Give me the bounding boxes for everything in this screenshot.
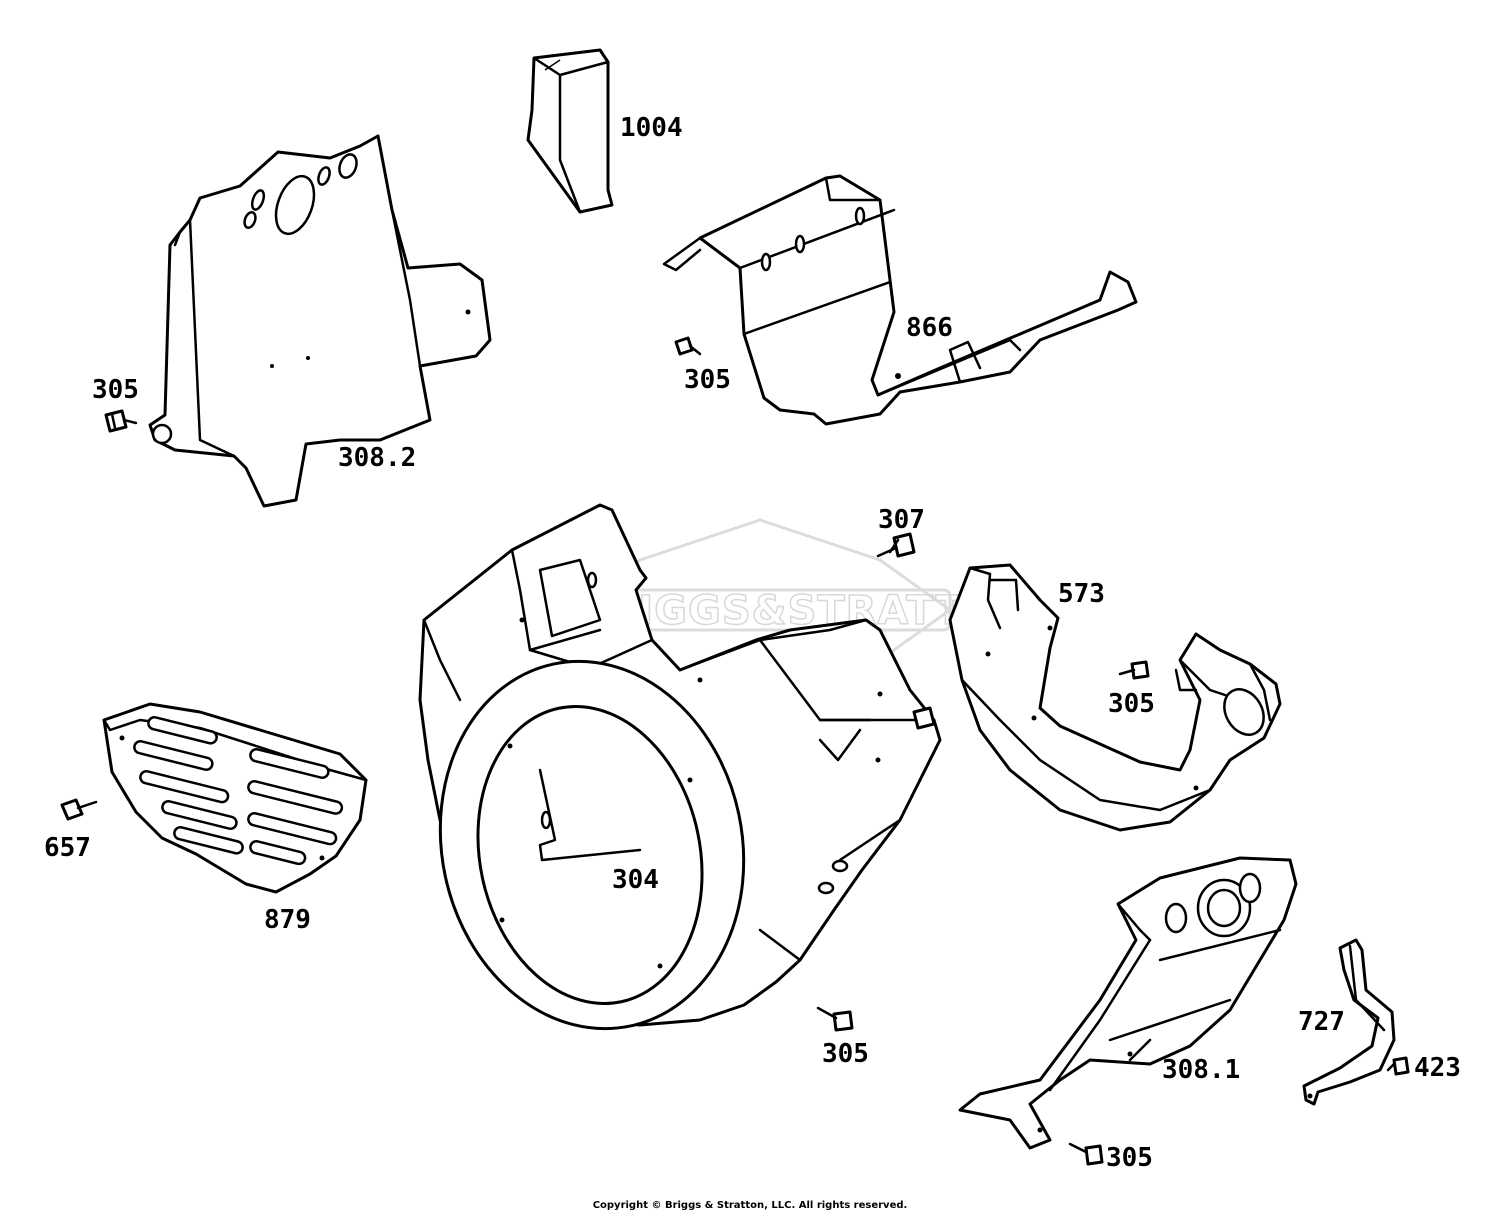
part-423-screw[interactable] [1386, 1056, 1410, 1076]
label-423: 423 [1414, 1053, 1461, 1083]
copyright-notice: Copyright © Briggs & Stratton, LLC. All … [592, 1200, 908, 1211]
label-308-2: 308.2 [338, 443, 416, 473]
label-879: 879 [264, 905, 311, 935]
part-308-1-plate[interactable] [958, 856, 1298, 1150]
part-305-screw-c[interactable] [1118, 660, 1150, 680]
label-866: 866 [906, 313, 953, 343]
part-307-screw[interactable] [876, 532, 916, 558]
label-727: 727 [1298, 1007, 1345, 1037]
part-305-screw-b[interactable] [674, 336, 702, 356]
label-573: 573 [1058, 579, 1105, 609]
part-1004-baffle[interactable] [526, 48, 614, 214]
label-304: 304 [612, 865, 659, 895]
part-573-shroud[interactable] [948, 563, 1282, 832]
label-305-d: 305 [822, 1039, 869, 1069]
part-308-2-plate[interactable] [148, 134, 492, 508]
label-308-1: 308.1 [1162, 1055, 1240, 1085]
part-304-blower-housing[interactable] [407, 503, 942, 1057]
part-866-bracket[interactable] [662, 174, 1138, 426]
part-657-screw[interactable] [60, 798, 98, 821]
label-305-b: 305 [684, 365, 731, 395]
part-305-screw-d[interactable] [816, 1006, 854, 1032]
label-305-a: 305 [92, 375, 139, 405]
part-305-screw-e[interactable] [1068, 1142, 1104, 1166]
part-879-grille[interactable] [102, 702, 368, 894]
label-657: 657 [44, 833, 91, 863]
label-305-c: 305 [1108, 689, 1155, 719]
label-307: 307 [878, 505, 925, 535]
part-727-bracket[interactable] [1302, 938, 1396, 1106]
label-1004: 1004 [620, 113, 683, 143]
part-305-screw-a[interactable] [104, 409, 138, 433]
label-305-e: 305 [1106, 1143, 1153, 1173]
